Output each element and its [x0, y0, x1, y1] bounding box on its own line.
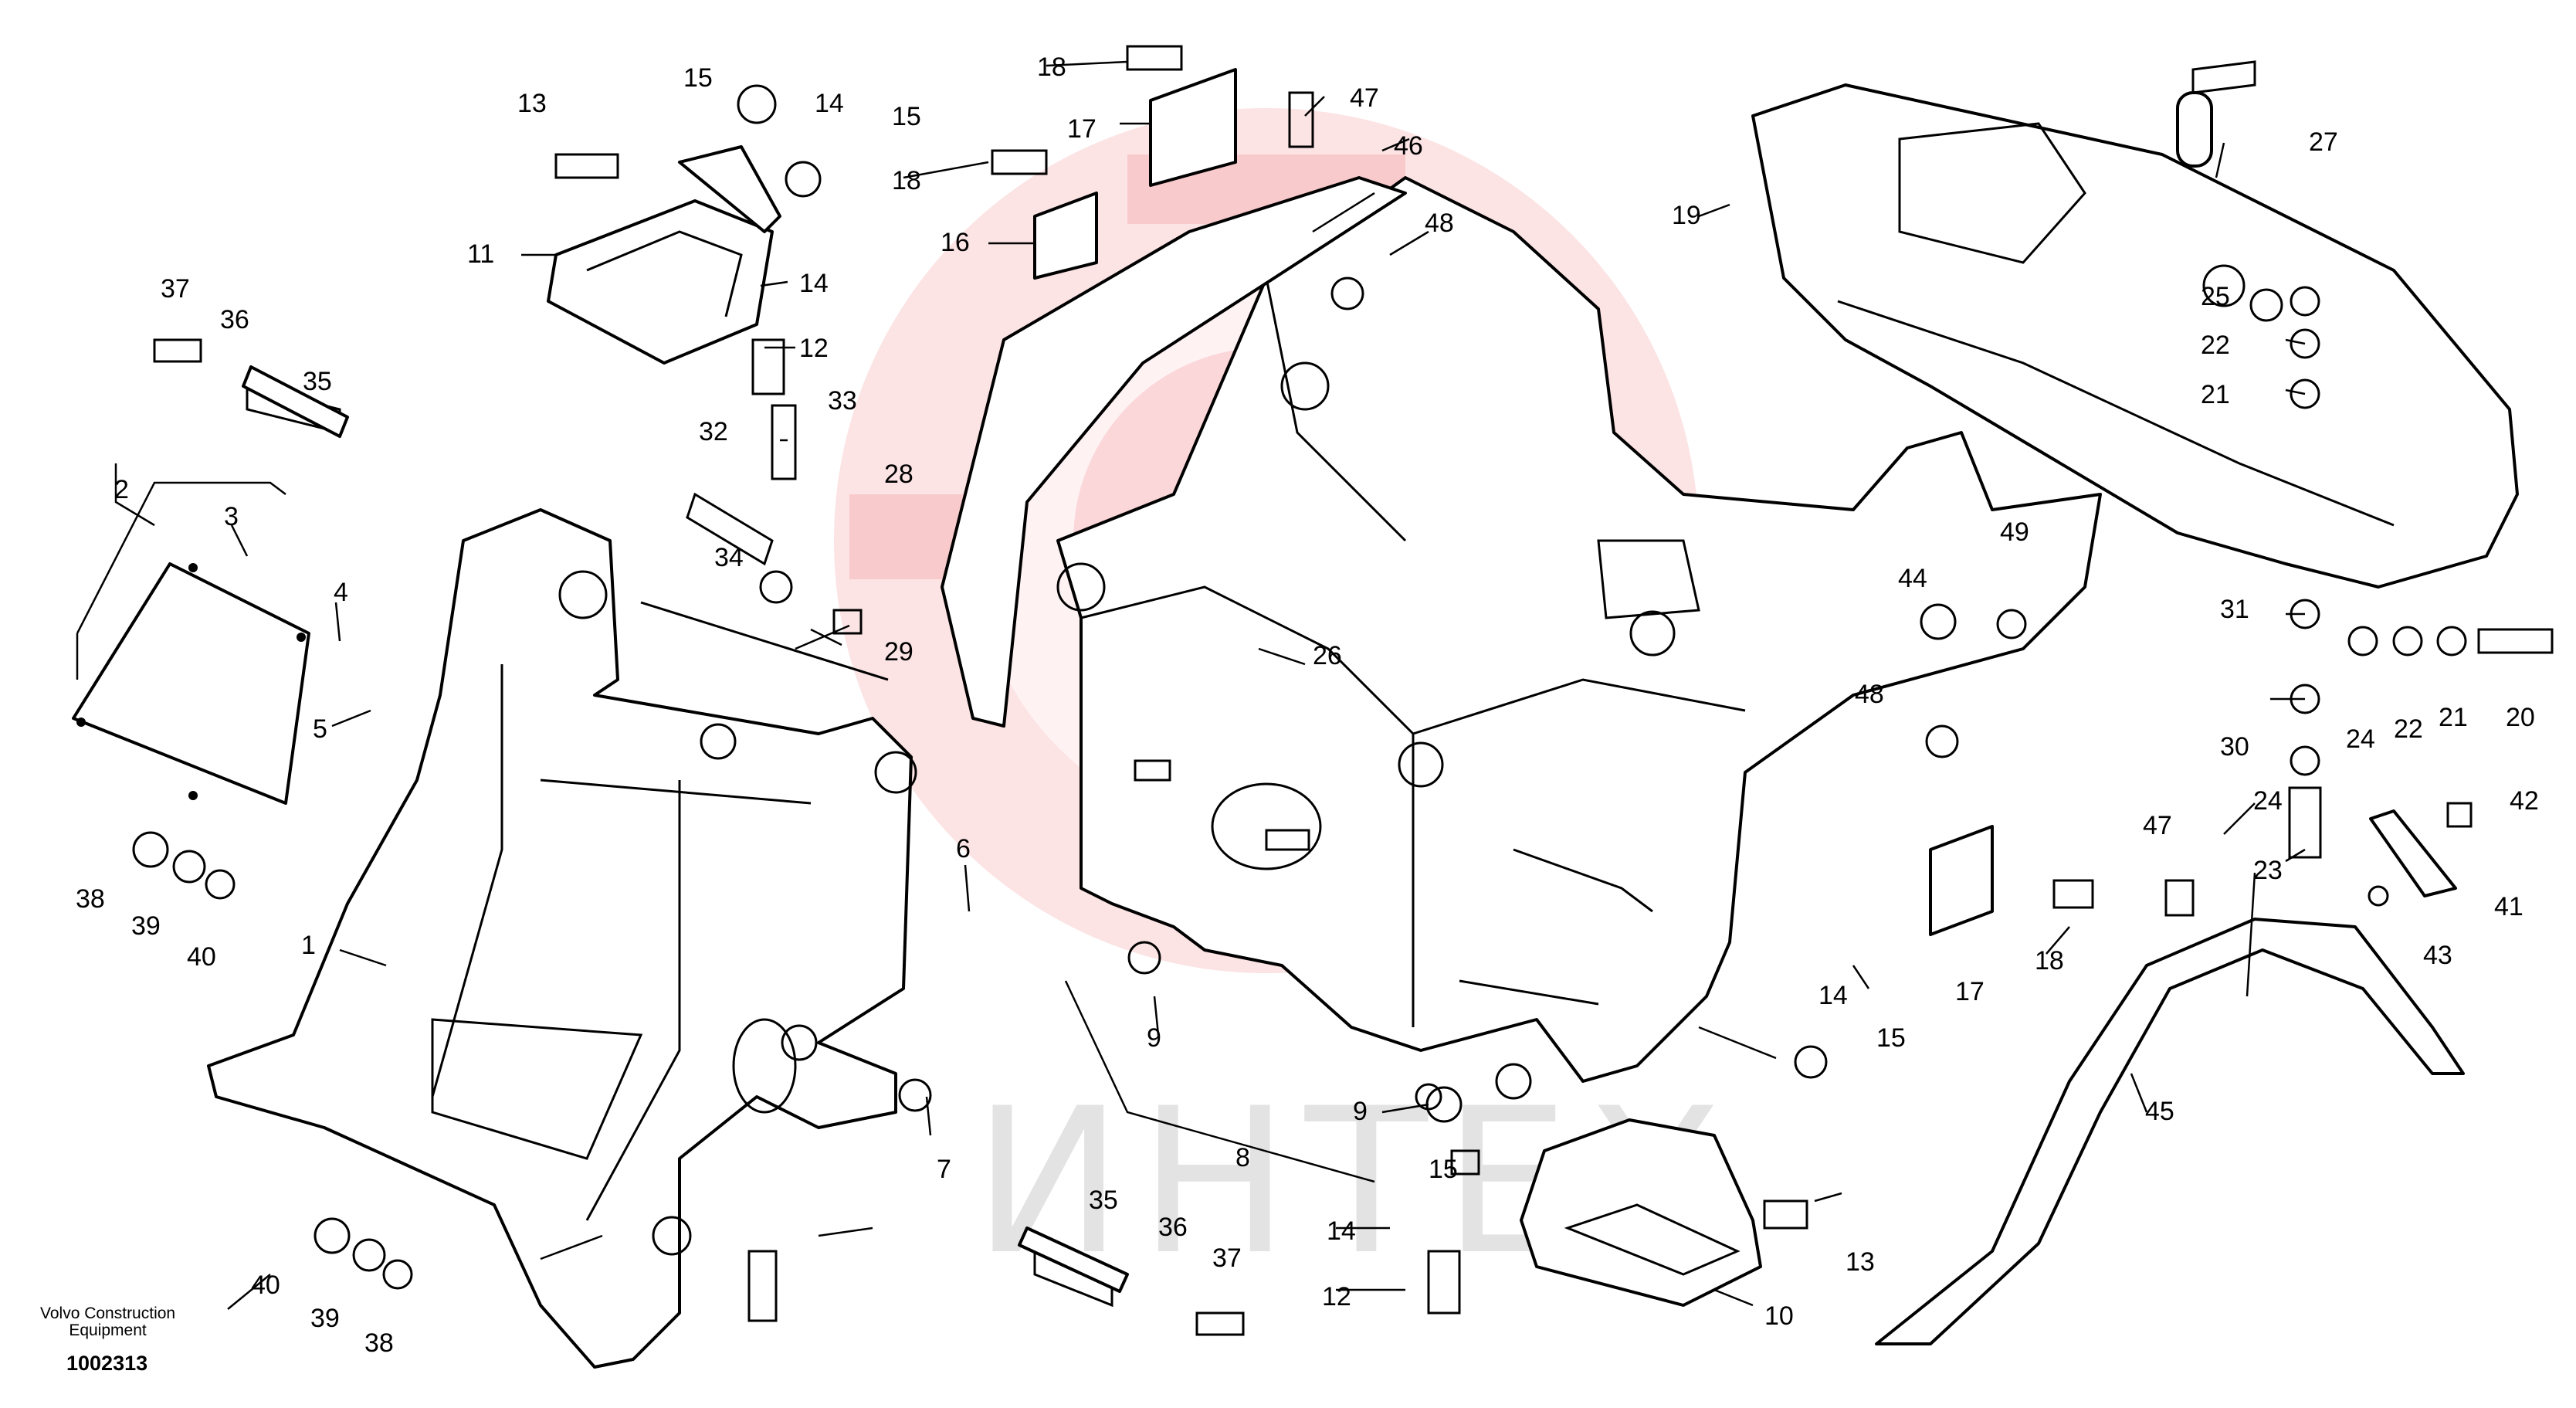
callout-39-upper: 39	[131, 911, 161, 941]
front-frame-part	[207, 508, 917, 1369]
callout-33: 33	[828, 386, 857, 416]
callout-37-upper: 37	[161, 274, 190, 304]
callout-30: 30	[2220, 732, 2249, 762]
fender-part-45	[1875, 918, 2465, 1345]
callout-18-b: 18	[892, 166, 921, 195]
callout-12-lower: 12	[1322, 1282, 1351, 1311]
callout-22-b: 22	[2394, 714, 2423, 744]
callout-35-lower: 35	[1089, 1186, 1118, 1215]
fastener-washers-left	[132, 831, 413, 1290]
callout-46: 46	[1394, 131, 1423, 161]
callout-48-upper: 48	[1425, 209, 1454, 238]
callout-22-a: 22	[2201, 331, 2230, 360]
callout-42: 42	[2510, 786, 2539, 816]
callout-18-c: 18	[2035, 946, 2064, 975]
callout-27: 27	[2309, 127, 2338, 157]
plate-part-17-upper	[1149, 68, 1237, 187]
leader-lines	[114, 60, 2306, 1310]
callout-21-a: 21	[2201, 380, 2230, 409]
callout-13-upper: 13	[517, 89, 547, 118]
callout-11: 11	[467, 239, 494, 269]
callout-19: 19	[1672, 201, 1701, 230]
callout-43: 43	[2423, 941, 2452, 970]
rear-hood-part-19	[1751, 83, 2519, 589]
callout-9-lower-left: 9	[1147, 1023, 1161, 1053]
callout-38-lower: 38	[364, 1328, 394, 1358]
callout-35-upper: 35	[303, 367, 332, 396]
callout-48-lower: 48	[1855, 680, 1884, 709]
brand-line-1: Volvo Construction	[40, 1305, 176, 1322]
callout-37-lower: 37	[1212, 1243, 1242, 1273]
callout-7: 7	[937, 1155, 951, 1184]
brand-label: Volvo Construction Equipment	[40, 1305, 175, 1339]
callout-16: 16	[941, 228, 970, 257]
callout-29: 29	[884, 637, 913, 667]
fastener-washers-right	[1920, 286, 2467, 776]
callout-4: 4	[334, 578, 348, 607]
step-part-10	[1520, 1118, 1762, 1307]
callout-23: 23	[2253, 856, 2283, 885]
key-part-27	[2176, 60, 2256, 168]
callout-14-a: 14	[815, 89, 844, 118]
bracket-part-11	[547, 145, 781, 365]
callout-38-upper: 38	[76, 884, 105, 914]
callout-45: 45	[2145, 1097, 2174, 1126]
callout-10: 10	[1764, 1301, 1794, 1331]
side-panel-part-46	[941, 176, 1407, 728]
callout-1: 1	[301, 931, 316, 960]
plate-part-17-lower	[1929, 825, 1994, 936]
callout-15-c: 15	[1876, 1023, 1906, 1053]
callout-2: 2	[114, 475, 129, 504]
callout-14-d: 14	[1327, 1216, 1356, 1246]
callout-9-lower-right: 9	[1353, 1097, 1368, 1126]
document-number: 1002313	[66, 1352, 148, 1375]
callout-14-c: 14	[1818, 981, 1848, 1010]
callout-24-b: 24	[2253, 786, 2283, 816]
callout-12-upper: 12	[799, 334, 829, 363]
callout-5: 5	[313, 714, 327, 744]
callout-36-upper: 36	[220, 305, 249, 334]
callout-40-upper: 40	[187, 942, 216, 972]
callout-15-d: 15	[1429, 1155, 1458, 1184]
callout-8: 8	[1235, 1143, 1250, 1172]
cover-plate-part	[72, 481, 310, 805]
callout-3: 3	[224, 502, 239, 531]
fastener-nuts	[737, 84, 2389, 1123]
callout-31: 31	[2220, 595, 2249, 624]
callout-labels: 1 2 3 4 5 6 7 8 9 9 10 11 12 12 13 13 14…	[76, 53, 2539, 1358]
callout-26: 26	[1313, 641, 1342, 670]
callout-17-upper: 17	[1067, 114, 1096, 144]
brand-line-2: Equipment	[69, 1321, 147, 1339]
callout-41: 41	[2494, 892, 2523, 921]
callout-13-lower: 13	[1846, 1247, 1875, 1277]
callout-18-a: 18	[1037, 53, 1066, 82]
callout-47-upper: 47	[1350, 83, 1379, 113]
bracket-part-16	[1033, 192, 1098, 280]
callout-21-b: 21	[2439, 703, 2468, 732]
callout-20: 20	[2506, 703, 2535, 732]
callout-15-a: 15	[683, 63, 713, 93]
callout-6: 6	[956, 834, 971, 863]
clip-part-41	[2369, 809, 2457, 897]
callout-49: 49	[2000, 517, 2029, 547]
callout-44: 44	[1898, 564, 1927, 593]
callout-40-lower: 40	[251, 1271, 280, 1300]
callout-47-lower: 47	[2143, 811, 2172, 840]
callout-28: 28	[884, 460, 913, 489]
callout-24-a: 24	[2346, 724, 2375, 754]
pin-part-35	[242, 365, 1129, 1293]
callout-32: 32	[699, 417, 728, 446]
callout-15-b: 15	[892, 102, 921, 131]
callout-25: 25	[2201, 282, 2230, 311]
callout-34: 34	[714, 543, 744, 572]
callout-36-lower: 36	[1158, 1213, 1188, 1242]
callout-39-lower: 39	[310, 1304, 340, 1333]
callout-14-b: 14	[799, 269, 829, 298]
rear-frame-part	[1056, 176, 2102, 1083]
callout-17-lower: 17	[1955, 977, 1985, 1006]
